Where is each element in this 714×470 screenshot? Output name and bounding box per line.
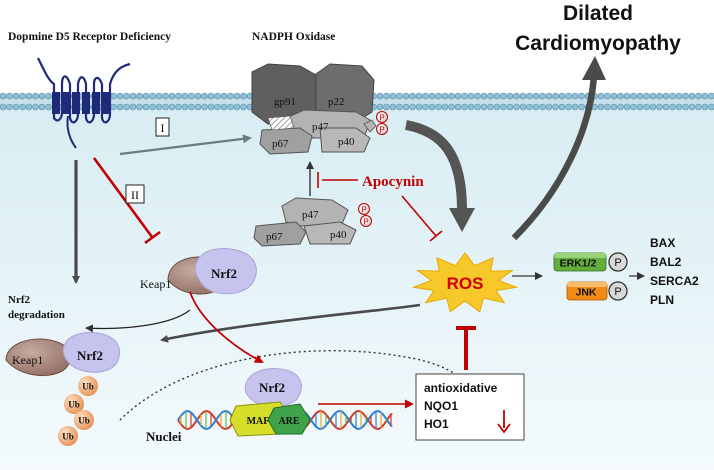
complex-to-degradation-arrow	[85, 309, 191, 333]
svg-text:Ub: Ub	[78, 416, 90, 426]
nqo1-label: NQO1	[424, 399, 458, 413]
target-pln: PLN	[650, 293, 674, 307]
d5-receptor	[37, 57, 131, 149]
svg-text:Ub: Ub	[62, 432, 74, 442]
ros-to-degradation-arrow	[160, 303, 421, 343]
keap1-nrf2-complex: Keap1 Nrf2	[140, 248, 257, 295]
p67-label-membrane: p67	[272, 138, 289, 150]
ros-to-cardiomyopathy-arrow	[511, 75, 598, 241]
target-bax: BAX	[650, 236, 675, 250]
svg-text:P: P	[379, 126, 384, 135]
apocynin-label: Apocynin	[362, 174, 424, 190]
nuclei-label: Nuclei	[146, 429, 182, 444]
nrf2-maf-are: Nrf2 MAF ARE	[229, 368, 311, 437]
svg-text:ERK1/2: ERK1/2	[560, 258, 597, 270]
p40-label-membrane: p40	[338, 136, 355, 148]
svg-text:P: P	[614, 286, 621, 298]
nrf2-label-degraded: Nrf2	[77, 348, 103, 363]
nadph-oxidase-complex: gp91 p22 p47 p67 p40 P P	[251, 63, 388, 155]
ubiquitin	[78, 376, 98, 396]
p47-label-membrane: p47	[312, 121, 329, 133]
ubiquitin	[58, 426, 78, 446]
keap1-label: Keap1	[140, 277, 171, 291]
receptor-label: Dopmine D5 Receptor Deficiency	[8, 31, 171, 43]
svg-text:P: P	[379, 114, 384, 123]
p40-label-cytosol: p40	[330, 229, 347, 241]
pathway-i-label: I	[161, 121, 165, 135]
svg-text:Ub: Ub	[82, 382, 94, 392]
ros-label: ROS	[447, 274, 484, 293]
jnk-phospho	[608, 281, 628, 301]
phospho-circle	[376, 123, 388, 135]
gp91-label: gp91	[274, 96, 296, 108]
svg-text:P: P	[361, 206, 366, 215]
antioxidative-label: antioxidative	[424, 381, 498, 395]
p22-label: p22	[328, 96, 345, 108]
target-serca2: SERCA2	[650, 274, 699, 288]
target-bal2: BAL2	[650, 255, 682, 269]
pathway-ii-label: II	[131, 188, 139, 202]
jnk-pill: JNK	[566, 281, 608, 301]
phospho-circle	[376, 111, 388, 123]
p47-label-cytosol: p47	[302, 209, 319, 221]
svg-text:Ub: Ub	[68, 400, 80, 410]
nadph-to-ros-arrow	[404, 120, 467, 211]
apocynin-inhibition	[317, 172, 443, 242]
target-genes: BAX BAL2 SERCA2 PLN	[650, 236, 699, 307]
phospho-circle	[358, 203, 370, 215]
title-line-2: Cardiomyopathy	[515, 32, 681, 55]
svg-text:P: P	[614, 257, 621, 269]
maf-label: MAF	[247, 416, 270, 427]
nrf2-label-cytosol: Nrf2	[211, 266, 237, 281]
keap1-label-degraded: Keap1	[12, 353, 43, 367]
nrf2-label-nucleus: Nrf2	[259, 380, 285, 395]
pathway-i-box	[155, 117, 170, 137]
svg-text:JNK: JNK	[575, 287, 596, 299]
pathway-ii-inhibition	[92, 157, 154, 238]
antioxidant-box: antioxidative NQO1 HO1	[415, 373, 525, 441]
ubiquitin	[64, 394, 84, 414]
ubiquitin	[74, 410, 94, 430]
nuclear-envelope	[119, 350, 471, 421]
degradation-line-2: degradation	[8, 309, 65, 321]
nrf2-translocation-arrow	[189, 291, 264, 363]
degraded-complex: Keap1 Nrf2 Ub Ub Ub Ub	[5, 332, 120, 446]
svg-text:P: P	[363, 218, 368, 227]
ros-star: ROS	[411, 252, 519, 313]
nadph-label: NADPH Oxidase	[252, 31, 335, 43]
degradation-line-1: Nrf2	[8, 294, 30, 306]
erk-pill: ERK1/2	[553, 252, 607, 272]
title-line-1: Dilated	[563, 2, 633, 25]
phospho-circle	[360, 215, 372, 227]
cytosolic-subunits: p47 p67 p40 P P	[253, 197, 372, 247]
pathway-ii-box	[125, 184, 145, 204]
are-label: ARE	[278, 416, 299, 427]
pathway-i-arrow	[119, 134, 252, 156]
erk-phospho	[608, 252, 628, 272]
ubiquitin-chain: Ub Ub Ub Ub	[58, 376, 98, 446]
p67-label-cytosol: p67	[266, 231, 283, 243]
ho1-label: HO1	[424, 417, 449, 431]
